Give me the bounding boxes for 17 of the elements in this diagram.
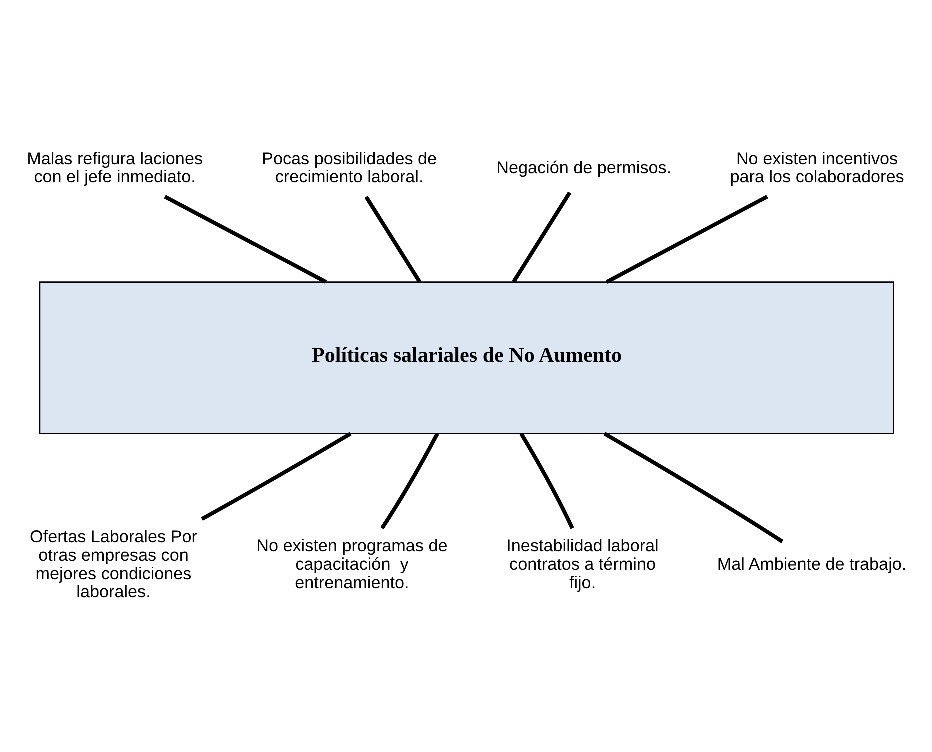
- connector: [606, 194, 768, 284]
- connector: [380, 432, 439, 530]
- connector: [164, 194, 327, 284]
- connector: [519, 432, 574, 529]
- connector: [364, 195, 422, 283]
- node-text: Inestabilidad laboral contratos a término fijo.: [506, 536, 658, 592]
- node-text: Mal Ambiente de trabajo.: [716, 554, 906, 574]
- connector: [200, 432, 352, 520]
- node-text: Negación de permisos.: [496, 158, 672, 177]
- connector: [512, 191, 572, 283]
- connector: [603, 432, 784, 543]
- node-text: Ofertas Laborales Por otras empresas con mejores condiciones laborales.: [30, 526, 197, 602]
- node-text: Pocas posibilidades de crecimiento laboral.: [262, 148, 437, 186]
- node-text: No existen programas de capacitación y entrenamiento.: [256, 536, 448, 592]
- node-text: Malas refigura laciones con el jefe inmediato.: [26, 148, 203, 186]
- node-box: Políticas salariales de No Aumento: [38, 281, 894, 434]
- node-text: No existen incentivos para los colaboradores: [730, 148, 904, 186]
